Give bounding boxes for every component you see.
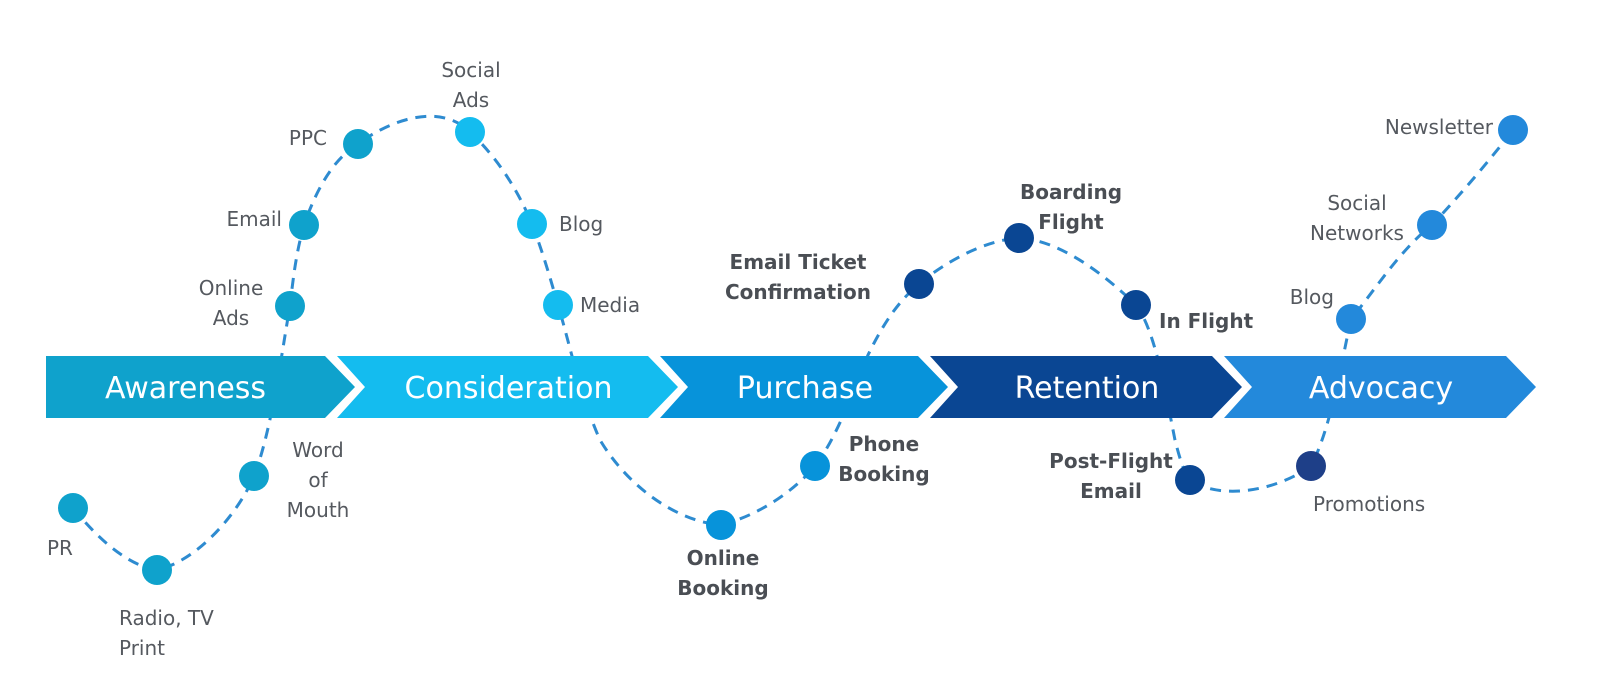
touchpoint-label-line: Post-Flight bbox=[1049, 449, 1173, 473]
touchpoint-label-line: Radio, TV bbox=[119, 606, 214, 630]
touchpoint-label-line: Mouth bbox=[287, 498, 350, 522]
touchpoint-label-promotions: Promotions bbox=[1313, 492, 1425, 516]
touchpoint-label-line: Newsletter bbox=[1385, 115, 1494, 139]
touchpoint-label-line: Confirmation bbox=[725, 280, 871, 304]
touchpoint-label-media: Media bbox=[580, 293, 640, 317]
touchpoint-label-line: Email bbox=[227, 207, 283, 231]
touchpoint-label-line: Blog bbox=[559, 212, 603, 236]
touchpoint-label-line: Flight bbox=[1038, 210, 1104, 234]
touchpoint-dot-word-of-mouth bbox=[239, 461, 269, 491]
touchpoint-label-line: Social bbox=[441, 58, 500, 82]
touchpoint-label-blog: Blog bbox=[1290, 285, 1334, 309]
stage-arrow-awareness bbox=[46, 356, 355, 418]
touchpoint-label-line: Blog bbox=[1290, 285, 1334, 309]
touchpoint-label-line: Phone bbox=[849, 432, 919, 456]
touchpoint-dot-promotions bbox=[1296, 451, 1326, 481]
touchpoint-dot-ppc bbox=[343, 129, 373, 159]
touchpoint-label-line: PPC bbox=[289, 126, 327, 150]
touchpoint-dot-boarding-flight bbox=[1004, 223, 1034, 253]
stage-arrows: Awareness Consideration Purchase Retention A… bbox=[46, 356, 1536, 418]
stage-arrow-retention bbox=[930, 356, 1242, 418]
touchpoint-label-radio-tv-print: Radio, TV Print bbox=[119, 606, 214, 660]
touchpoint-dot-blog bbox=[517, 209, 547, 239]
touchpoint-dot-email bbox=[289, 210, 319, 240]
touchpoint-dot-post-flight-email bbox=[1175, 465, 1205, 495]
touchpoint-label-line: of bbox=[308, 468, 328, 492]
stage-label-retention: Retention bbox=[1015, 371, 1160, 406]
touchpoint-label-line: Booking bbox=[677, 576, 768, 600]
touchpoint-label-pr: PR bbox=[47, 536, 73, 560]
touchpoint-label-newsletter: Newsletter bbox=[1385, 115, 1494, 139]
journey-path bbox=[71, 114, 1515, 572]
touchpoint-label-line: Networks bbox=[1310, 221, 1404, 245]
touchpoint-label-in-flight: In Flight bbox=[1159, 309, 1254, 333]
touchpoint-label-line: Email bbox=[1080, 479, 1142, 503]
touchpoint-dot-social-ads bbox=[455, 117, 485, 147]
touchpoint-dot-in-flight bbox=[1121, 290, 1151, 320]
stage-arrow-consideration bbox=[337, 356, 678, 418]
touchpoint-label-line: Booking bbox=[838, 462, 929, 486]
touchpoint-dot-phone-booking bbox=[800, 451, 830, 481]
touchpoint-dot-radio-tv-print bbox=[142, 555, 172, 585]
touchpoint-label-line: Promotions bbox=[1313, 492, 1425, 516]
touchpoint-dot-media bbox=[543, 290, 573, 320]
stage-label-awareness: Awareness bbox=[105, 371, 266, 406]
touchpoint-label-line: PR bbox=[47, 536, 73, 560]
touchpoint-label-line: Print bbox=[119, 636, 165, 660]
touchpoint-label-line: Social bbox=[1327, 191, 1386, 215]
touchpoint-dot-email-ticket-confirmation bbox=[904, 269, 934, 299]
touchpoint-dot-online-ads bbox=[275, 291, 305, 321]
touchpoint-dot-pr bbox=[58, 493, 88, 523]
touchpoint-label-email: Email bbox=[227, 207, 283, 231]
touchpoint-label-line: Online bbox=[199, 276, 264, 300]
stage-arrow-advocacy bbox=[1224, 356, 1536, 418]
touchpoint-label-line: Online bbox=[687, 546, 760, 570]
touchpoint-label-line: Email Ticket bbox=[730, 250, 867, 274]
touchpoint-dot-blog bbox=[1336, 304, 1366, 334]
stage-label-consideration: Consideration bbox=[405, 371, 613, 406]
stage-label-advocacy: Advocacy bbox=[1309, 371, 1453, 406]
touchpoint-dot-online-booking bbox=[706, 510, 736, 540]
stage-label-purchase: Purchase bbox=[737, 371, 873, 406]
touchpoint-label-line: Media bbox=[580, 293, 640, 317]
touchpoint-label-line: Word bbox=[292, 438, 343, 462]
touchpoint-label-blog: Blog bbox=[559, 212, 603, 236]
touchpoint-dot-social-networks bbox=[1417, 210, 1447, 240]
touchpoint-label-line: In Flight bbox=[1159, 309, 1254, 333]
touchpoint-label-line: Ads bbox=[453, 88, 489, 112]
touchpoint-label-line: Boarding bbox=[1020, 180, 1122, 204]
touchpoint-label-line: Ads bbox=[213, 306, 249, 330]
touchpoint-dot-newsletter bbox=[1498, 115, 1528, 145]
touchpoint-label-ppc: PPC bbox=[289, 126, 327, 150]
stage-arrow-purchase bbox=[660, 356, 948, 418]
